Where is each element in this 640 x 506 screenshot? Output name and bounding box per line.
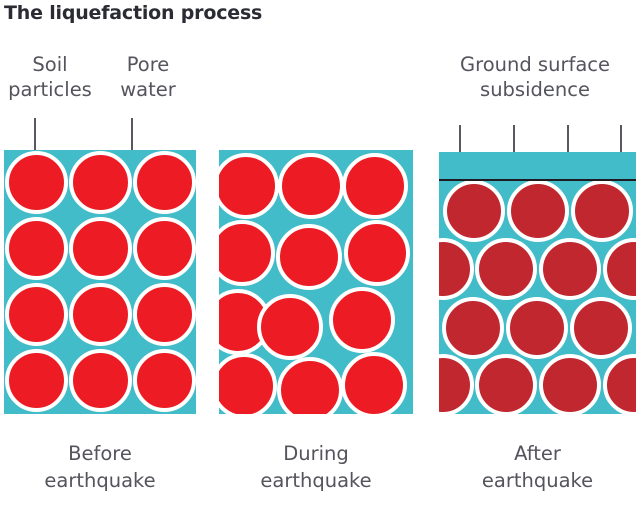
soil-grain	[344, 220, 410, 286]
soil-grain	[133, 349, 196, 412]
panel-after-earthquake	[439, 152, 636, 414]
soil-grain	[475, 354, 537, 414]
leader-line-subsidence-2	[513, 125, 515, 165]
soil-grain	[341, 352, 407, 414]
soil-grain	[133, 151, 196, 214]
soil-grain	[570, 297, 632, 359]
soil-grain	[342, 153, 408, 219]
soil-grain	[603, 238, 636, 300]
soil-grain	[539, 354, 601, 414]
soil-grain	[257, 294, 323, 360]
panel-caption-during: During earthquake	[260, 442, 372, 492]
soil-grain	[439, 354, 474, 414]
leader-line-soil-particles	[34, 118, 36, 173]
soil-grain	[603, 354, 636, 414]
soil-grain	[5, 151, 68, 214]
soil-grain	[219, 220, 275, 286]
page-title: The liquefaction process	[4, 2, 263, 24]
panel-during-earthquake	[219, 150, 413, 414]
leader-line-subsidence-3	[567, 125, 569, 165]
soil-grain	[276, 224, 342, 290]
soil-grain	[475, 238, 537, 300]
leader-line-subsidence-1	[459, 125, 461, 165]
soil-grain	[133, 283, 196, 346]
soil-grain	[5, 349, 68, 412]
panel-caption-after: After earthquake	[481, 442, 594, 492]
soil-grain	[539, 238, 601, 300]
panel-before-earthquake	[4, 150, 196, 414]
soil-grain	[69, 283, 132, 346]
soil-grain	[133, 217, 196, 280]
soil-grain	[277, 357, 343, 414]
soil-grain	[5, 217, 68, 280]
soil-grain	[69, 349, 132, 412]
soil-grain	[329, 287, 395, 353]
soil-grain	[443, 180, 505, 242]
soil-grain	[506, 297, 568, 359]
soil-grain	[5, 283, 68, 346]
soil-grain	[219, 153, 279, 219]
callout-label-soil-particles: Soil particles	[8, 53, 92, 101]
soil-grain	[278, 153, 344, 219]
ground-surface-line	[439, 179, 636, 181]
soil-grain	[69, 151, 132, 214]
callout-label-ground-surface-subsidence: Ground surface subsidence	[460, 53, 610, 101]
panel-caption-before: Before earthquake	[44, 442, 156, 492]
callout-label-pore-water: Pore water	[120, 53, 176, 101]
soil-grain	[571, 180, 633, 242]
soil-grain	[442, 297, 504, 359]
soil-grain	[439, 238, 474, 300]
soil-grain	[69, 217, 132, 280]
leader-line-subsidence-4	[620, 125, 622, 165]
soil-grain	[507, 180, 569, 242]
soil-grain	[219, 353, 277, 414]
